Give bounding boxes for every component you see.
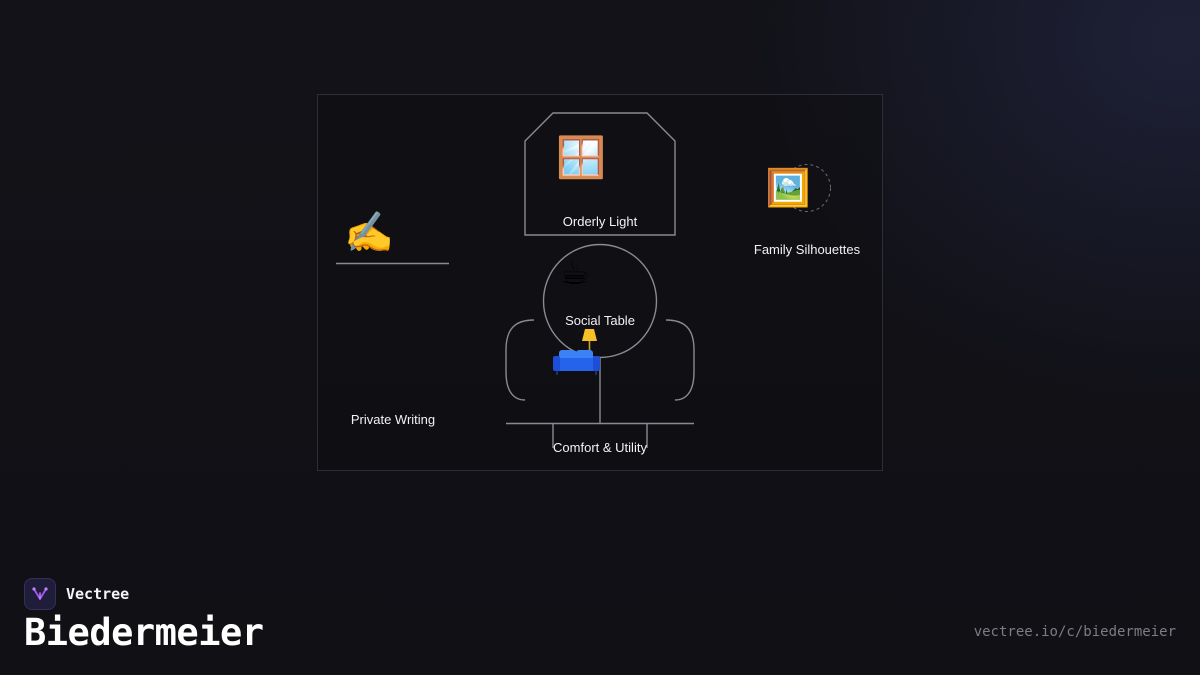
vectree-logo-icon [24, 578, 56, 610]
comfort-utility-icon [553, 329, 600, 375]
brand: Vectree [24, 577, 129, 611]
social-table-circle [542, 243, 658, 359]
orderly-light-shape [524, 112, 676, 236]
family-silhouettes-icon: 🖼️ [766, 167, 811, 209]
orderly-light-label: Orderly Light [563, 214, 638, 229]
family-silhouettes-label: Family Silhouettes [754, 242, 861, 257]
page-url: vectree.io/c/biedermeier [973, 624, 1176, 640]
orderly-light-icon: 🪟 [556, 134, 606, 181]
private-writing-icon: ✍️ [344, 210, 394, 256]
social-table-icon: ☕ [560, 253, 590, 293]
comfort-right-armrest [665, 319, 695, 401]
brand-name: Vectree [66, 585, 130, 603]
social-table-label: Social Table [565, 313, 635, 328]
page-title: Biedermeier [24, 611, 264, 654]
family-silhouettes-medallion [783, 164, 831, 212]
comfort-utility-label: Comfort & Utility [553, 440, 647, 455]
private-writing-label: Private Writing [351, 412, 435, 427]
comfort-left-armrest [505, 319, 535, 401]
